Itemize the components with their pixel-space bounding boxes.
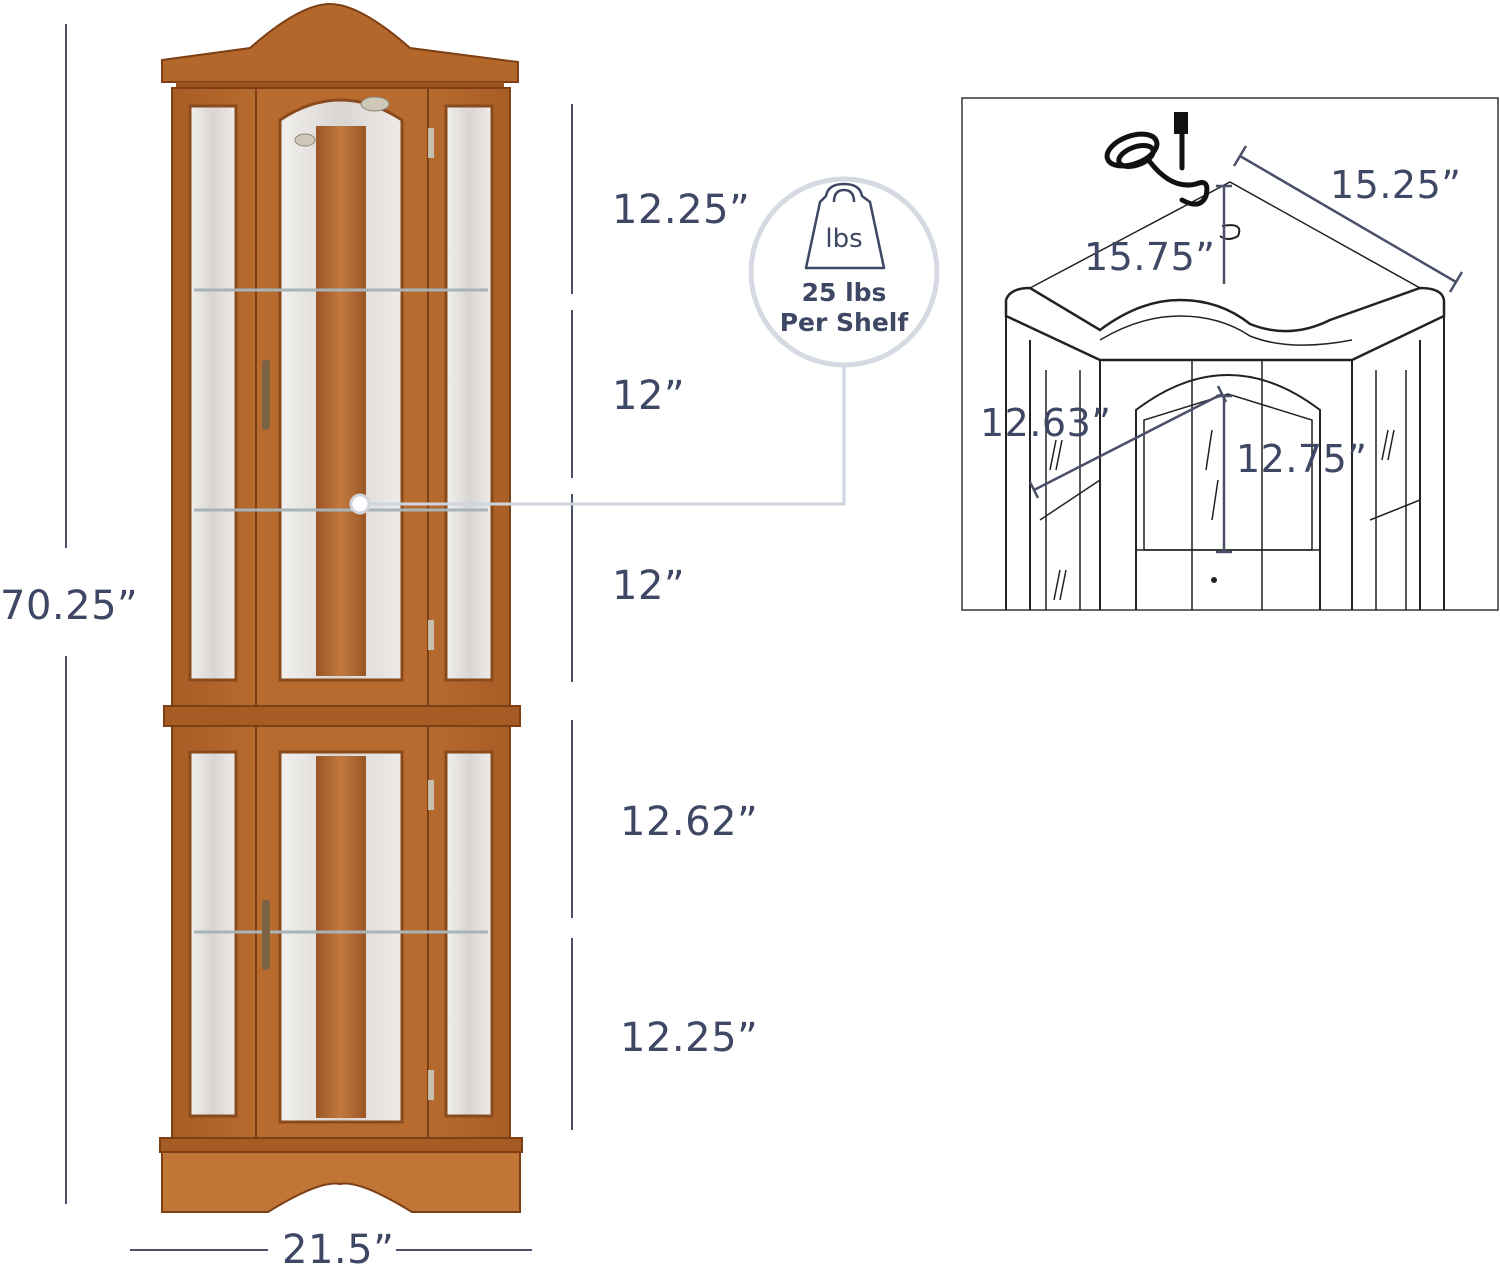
shelf-callout-line [349, 366, 846, 515]
inset-shelf-height-label: 12.75” [1236, 437, 1368, 481]
cabinet-base [159, 1137, 523, 1213]
upper-section-1-label: 12.25” [612, 187, 751, 233]
middle-molding [163, 705, 521, 727]
total-height-label: 70.25” [0, 583, 139, 629]
top-detail-inset [961, 97, 1499, 611]
lower-section-2-label: 12.25” [620, 1015, 759, 1061]
lower-section-1-label: 12.62” [620, 799, 759, 845]
shelf-capacity: 25 lbs [801, 278, 887, 307]
weight-icon [804, 182, 886, 270]
upper-section-2-label: 12” [612, 373, 686, 419]
width-label: 21.5” [282, 1227, 395, 1273]
inset-shelf-diagonal-label: 12.63” [980, 401, 1112, 445]
lower-cabinet [171, 725, 511, 1139]
power-cord-icon [1104, 112, 1210, 207]
inset-top-clearance-label: 15.75” [1084, 235, 1216, 279]
inset-side-depth-label: 15.25” [1330, 163, 1462, 207]
cabinet-crown [161, 2, 519, 92]
weight-icon-label: lbs [825, 224, 863, 254]
weight-badge [748, 176, 940, 368]
upper-cabinet [171, 87, 511, 707]
upper-section-3-label: 12” [612, 563, 686, 609]
shelf-capacity-unit: Per Shelf [779, 308, 909, 337]
